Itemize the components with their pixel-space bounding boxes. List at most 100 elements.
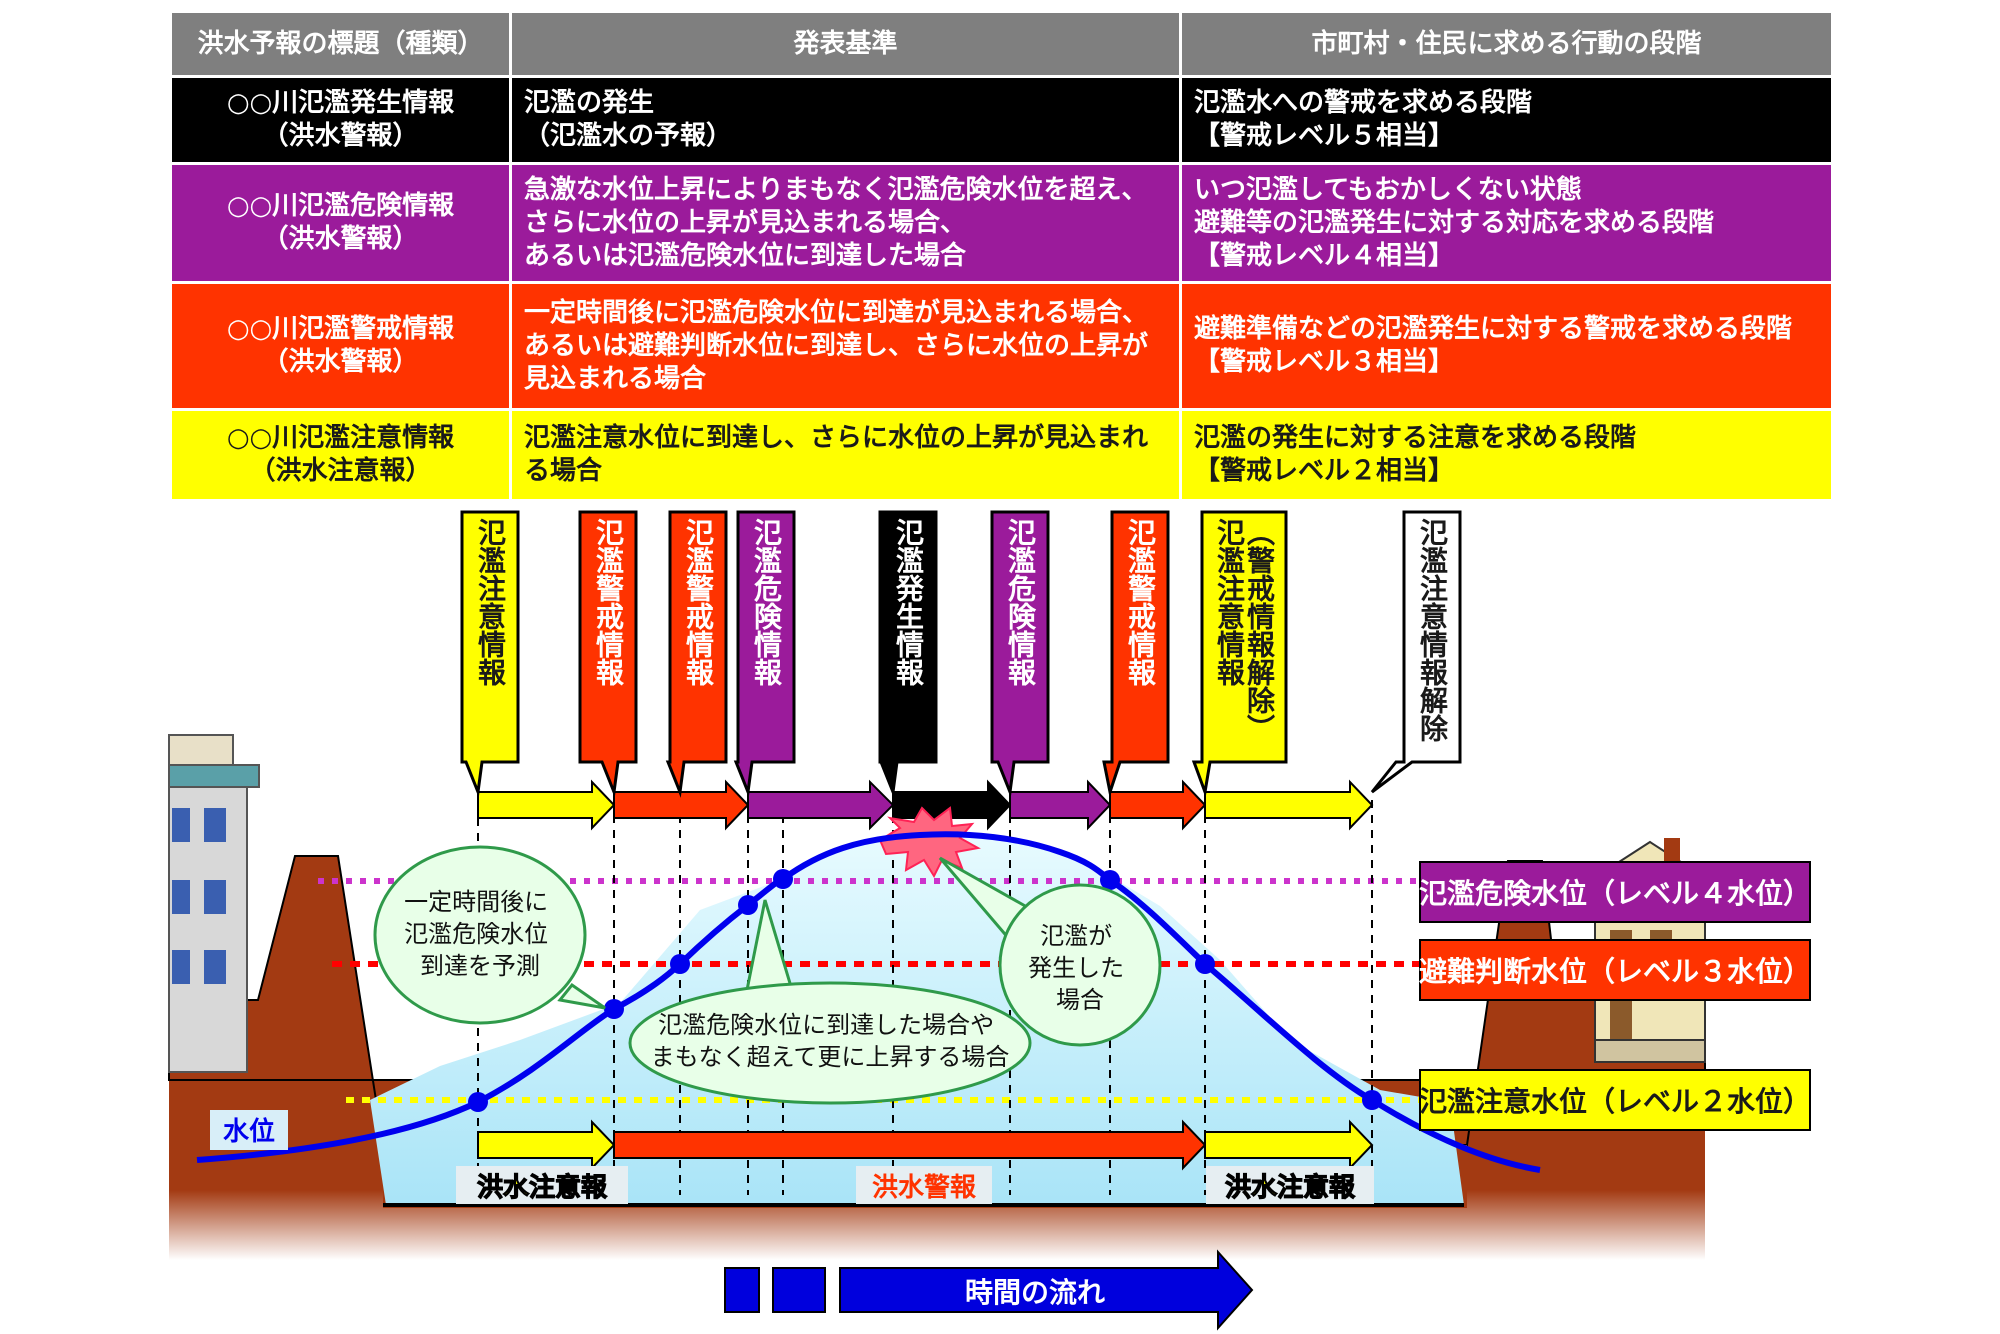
- time-flow-label: 時間の流れ: [965, 1276, 1105, 1309]
- info-flags: 氾濫注意情報 氾濫警戒情報 氾濫警戒情報 氾濫危険情報 氾濫発生情報 氾濫危険情報 氾濫警戒…: [460, 510, 1462, 798]
- info-flag-sublabel: （警戒情報解除）: [1243, 518, 1276, 742]
- info-flag-box: [578, 510, 638, 798]
- flood-forecast-table: 洪水予報の標題（種類） 発表基準 市町村・住民に求める行動の段階 ○○川氾濫発生…: [169, 10, 1834, 502]
- building-left: [168, 734, 260, 1073]
- info-flag-label: 氾濫注意情報解除: [1416, 518, 1449, 742]
- flood-burst-icon: [878, 806, 981, 879]
- row-action: いつ氾濫してもおかしくない状態 避難等の氾濫発生に対する対応を求める段階 【警戒…: [1179, 162, 1834, 284]
- row-criteria: 氾濫注意水位に到達し、さらに水位の上昇が見込まれ る場合: [509, 408, 1182, 502]
- row-criteria: 急激な水位上昇によりまもなく氾濫危険水位を超え、 さらに水位の上昇が見込まれる場…: [509, 162, 1182, 284]
- info-flag-text-wrap: 氾濫警戒情報: [580, 518, 636, 758]
- info-flag-label: 氾濫注意情報: [474, 518, 507, 686]
- info-flag-text-wrap: （警戒情報解除）氾濫注意情報: [1202, 518, 1286, 758]
- info-flag-text-container: 氾濫発生情報: [880, 518, 936, 758]
- info-flag: 氾濫発生情報: [878, 510, 938, 798]
- info-flag-text-container: 氾濫警戒情報: [580, 518, 636, 758]
- row-criteria: 一定時間後に氾濫危険水位に到達が見込まれる場合、 あるいは避難判断水位に到達し、…: [509, 281, 1182, 411]
- row-action: 氾濫水への警戒を求める段階 【警戒レベル５相当】: [1179, 75, 1834, 165]
- info-flag-label: 氾濫警戒情報: [592, 518, 625, 686]
- row-action: 避難準備などの氾濫発生に対する警戒を求める段階 【警戒レベル３相当】: [1179, 281, 1834, 411]
- row-criteria: 氾濫の発生 （氾濫水の予報）: [509, 75, 1182, 165]
- info-flag-text-wrap: 氾濫警戒情報: [670, 518, 726, 758]
- warning-forecast-label: 洪水警報: [872, 1172, 977, 1203]
- header-title: 洪水予報の標題（種類）: [169, 10, 512, 78]
- row-title: ○○川氾濫注意情報 （洪水注意報）: [169, 408, 512, 502]
- info-flag-text-container: 氾濫危険情報: [738, 518, 794, 758]
- caution-level-box: 氾濫注意水位（レベル２水位）: [1419, 1069, 1811, 1131]
- info-flag: 氾濫危険情報: [990, 510, 1050, 798]
- info-flag: 氾濫警戒情報: [578, 510, 638, 798]
- callout-reach-line: 氾濫危険水位に到達した場合や: [658, 1011, 994, 1039]
- info-flag: 氾濫警戒情報: [665, 510, 728, 798]
- caution-forecast-label-left: 洪水注意報: [477, 1172, 608, 1203]
- row-action: 氾濫の発生に対する注意を求める段階 【警戒レベル２相当】: [1179, 408, 1834, 502]
- table-row-level2: ○○川氾濫注意情報 （洪水注意報） 氾濫注意水位に到達し、さらに水位の上昇が見込…: [169, 408, 1834, 502]
- row-title: ○○川氾濫発生情報 （洪水警報）: [169, 75, 512, 165]
- info-flag-text-container: （警戒情報解除）氾濫注意情報: [1202, 518, 1286, 758]
- info-flag-box: [878, 510, 938, 798]
- callout-reach-text: 氾濫危険水位に到達した場合や まもなく超えて更に上昇する場合: [651, 1011, 1010, 1071]
- info-flag-box: [460, 510, 520, 798]
- header-action: 市町村・住民に求める行動の段階: [1179, 10, 1834, 78]
- danger-level-label: 氾濫危険水位（レベル４水位）: [1419, 877, 1811, 910]
- level-points: [468, 869, 1382, 1112]
- info-flag-text-container: 氾濫警戒情報: [670, 518, 726, 758]
- callout-predict-text: 一定時間後に 氾濫危険水位 到達を予測: [404, 888, 556, 980]
- callout-reach: 氾濫危険水位に到達した場合や まもなく超えて更に上昇する場合: [628, 899, 1032, 1105]
- callout-flood-line: 発生した: [1028, 954, 1124, 982]
- info-flag: 氾濫注意情報解除: [1370, 510, 1462, 794]
- info-flag: 氾濫注意情報: [460, 510, 520, 798]
- callout-flood-line: 氾濫が: [1040, 922, 1112, 950]
- water-level-curve: [196, 831, 1541, 1173]
- table-row-level5: ○○川氾濫発生情報 （洪水警報） 氾濫の発生 （氾濫水の予報） 氾濫水への警戒を…: [169, 75, 1834, 165]
- info-flag-text-wrap: 氾濫危険情報: [992, 518, 1048, 758]
- info-flag-text-wrap: 氾濫危険情報: [738, 518, 794, 758]
- info-flag: 氾濫危険情報: [733, 510, 796, 798]
- callout-predict: 一定時間後に 氾濫危険水位 到達を予測: [373, 845, 606, 1025]
- info-flag-label: 氾濫警戒情報: [1124, 518, 1157, 686]
- table-header-row: 洪水予報の標題（種類） 発表基準 市町村・住民に求める行動の段階: [169, 10, 1834, 78]
- info-flag-text-container: 氾濫注意情報: [462, 518, 518, 758]
- info-flag-box: [733, 510, 796, 798]
- info-flag-text-wrap: 氾濫注意情報解除: [1404, 518, 1460, 758]
- info-flag-text-wrap: 氾濫警戒情報: [1112, 518, 1168, 758]
- info-flag-text-container: 氾濫危険情報: [992, 518, 1048, 758]
- info-flag-label: 氾濫危険情報: [750, 518, 783, 686]
- evacuation-level-box: 避難判断水位（レベル３水位）: [1419, 939, 1811, 1001]
- info-flag-box: [1191, 510, 1288, 798]
- info-flag-box: [1102, 510, 1170, 798]
- danger-level-box: 氾濫危険水位（レベル４水位）: [1419, 861, 1811, 923]
- header-criteria: 発表基準: [509, 10, 1182, 78]
- row-title: ○○川氾濫危険情報 （洪水警報）: [169, 162, 512, 284]
- callout-flood: 氾濫が 発生した 場合: [938, 856, 1162, 1047]
- info-flag-text-container: 氾濫警戒情報: [1112, 518, 1168, 758]
- table-row-level4: ○○川氾濫危険情報 （洪水警報） 急激な水位上昇によりまもなく氾濫危険水位を超え…: [169, 162, 1834, 284]
- info-flag-label: 氾濫警戒情報: [682, 518, 715, 686]
- info-flag-text-wrap: 氾濫発生情報: [880, 518, 936, 758]
- caution-level-label: 氾濫注意水位（レベル２水位）: [1419, 1085, 1811, 1118]
- caution-forecast-label-right: 洪水注意報: [1225, 1172, 1356, 1203]
- info-flag-box: [1370, 510, 1462, 794]
- callout-reach-line: まもなく超えて更に上昇する場合: [651, 1043, 1010, 1071]
- callout-flood-line: 場合: [1056, 986, 1104, 1014]
- info-flag: （警戒情報解除）氾濫注意情報: [1191, 510, 1288, 798]
- info-flag-text-container: 氾濫注意情報解除: [1404, 518, 1460, 758]
- info-timeline-arrows: [477, 779, 1374, 831]
- info-flag-label: 氾濫危険情報: [1004, 518, 1037, 686]
- table-row-level3: ○○川氾濫警戒情報 （洪水警報） 一定時間後に氾濫危険水位に到達が見込まれる場合…: [169, 281, 1834, 411]
- callout-predict-line: 氾濫危険水位: [404, 920, 548, 948]
- info-flag-box: [665, 510, 728, 798]
- info-flag-label: 氾濫注意情報: [1213, 518, 1246, 686]
- callout-flood-text: 氾濫が 発生した 場合: [1028, 922, 1132, 1014]
- time-flow-arrow: 時間の流れ: [724, 1249, 1254, 1331]
- callout-predict-line: 一定時間後に: [404, 888, 548, 916]
- info-flag-text-wrap: 氾濫注意情報: [462, 518, 518, 758]
- evacuation-level-label: 避難判断水位（レベル３水位）: [1419, 955, 1811, 988]
- info-flag-box: [990, 510, 1050, 798]
- callout-predict-line: 到達を予測: [420, 952, 540, 980]
- forecast-timeline-arrows: [477, 1119, 1374, 1171]
- info-flag-label: 氾濫発生情報: [892, 518, 925, 686]
- row-title: ○○川氾濫警戒情報 （洪水警報）: [169, 281, 512, 411]
- info-flag: 氾濫警戒情報: [1102, 510, 1170, 798]
